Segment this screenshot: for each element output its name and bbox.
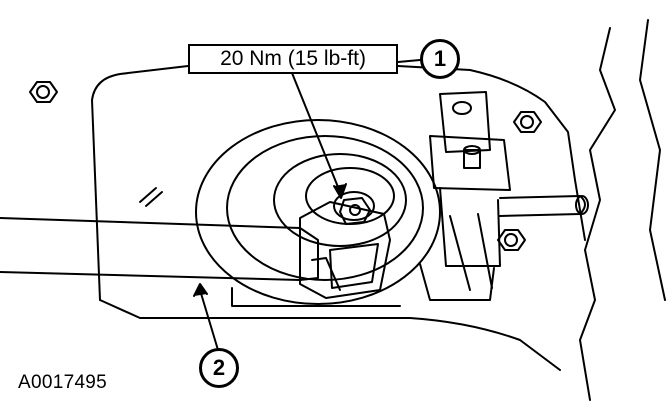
- pin: [139, 187, 163, 207]
- torque-spec-label: 20 Nm (15 lb-ft): [188, 44, 398, 74]
- callout-1: 1: [420, 39, 460, 79]
- leader-line-1b: [397, 59, 421, 63]
- axle-bar-end: [299, 227, 319, 281]
- nut: [339, 197, 371, 225]
- bolt-upper-right: [513, 111, 542, 133]
- mount-ring-1: [226, 135, 424, 281]
- body-panel: [91, 65, 586, 301]
- leader-line-1: [289, 67, 341, 193]
- axle-bracket: [299, 201, 391, 299]
- link-plate: [439, 91, 491, 153]
- bolt-upper-left: [29, 81, 58, 103]
- leader-arrow-1: [333, 183, 347, 199]
- leader-arrow-2: [193, 283, 208, 297]
- bolt-lower-right: [497, 229, 526, 251]
- horizontal-rod: [499, 195, 586, 217]
- panel-lower-edge: [99, 299, 561, 371]
- body-contour: [639, 19, 666, 301]
- link-rod: [449, 213, 493, 291]
- mount-center: [333, 191, 375, 221]
- callout-2: 2: [199, 348, 239, 388]
- link-foot: [419, 263, 495, 301]
- bracket-inner: [311, 257, 341, 291]
- mount-ring-2: [273, 153, 407, 247]
- link-body: [429, 135, 511, 191]
- mount-outer: [195, 119, 441, 305]
- axle-bar-top: [0, 217, 301, 229]
- leader-line-2: [199, 289, 219, 351]
- mount-ring-3: [305, 167, 395, 225]
- link-arm: [439, 187, 501, 267]
- vehicle-body-right: [579, 27, 616, 401]
- panel-inner-edge: [231, 287, 401, 307]
- bracket-slot: [329, 243, 379, 289]
- link-stud: [463, 149, 481, 169]
- axle-bar-bottom: [0, 271, 301, 281]
- figure-id: A0017495: [18, 372, 108, 393]
